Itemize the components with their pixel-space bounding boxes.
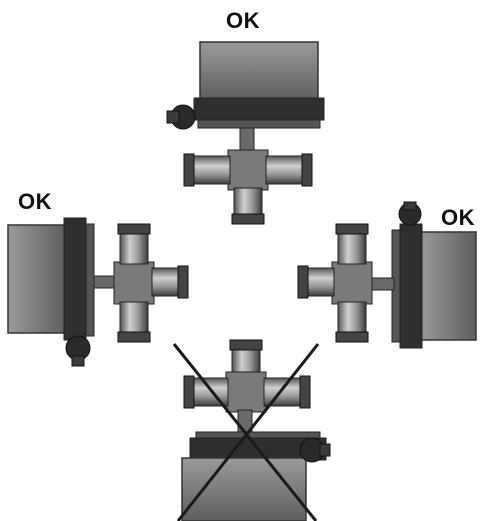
valve-port-left-top xyxy=(187,155,231,185)
actuator-housing-bottom xyxy=(181,457,307,521)
ok-label-top: OK xyxy=(226,8,260,33)
valve-assembly-bottom xyxy=(181,339,331,521)
ok-label-right: OK xyxy=(441,205,475,230)
cross-out-mark xyxy=(172,343,320,521)
valve-port-up-right xyxy=(337,229,367,265)
valve-port-up-left xyxy=(119,229,149,265)
valve-assembly-top xyxy=(166,41,325,225)
actuator-housing-left xyxy=(7,224,67,334)
valve-port-right-top xyxy=(265,155,309,185)
valve-assembly-right xyxy=(297,201,477,349)
valve-port-down-right xyxy=(337,301,367,337)
valve-port-down-top xyxy=(233,187,263,219)
actuator-housing-top xyxy=(199,41,319,101)
actuator-housing-right xyxy=(419,231,477,341)
valve-port-right-bottom xyxy=(263,377,305,407)
valve-assembly-left xyxy=(7,217,189,367)
ok-label-left: OK xyxy=(18,189,52,214)
valve-port-down-left xyxy=(119,301,149,337)
